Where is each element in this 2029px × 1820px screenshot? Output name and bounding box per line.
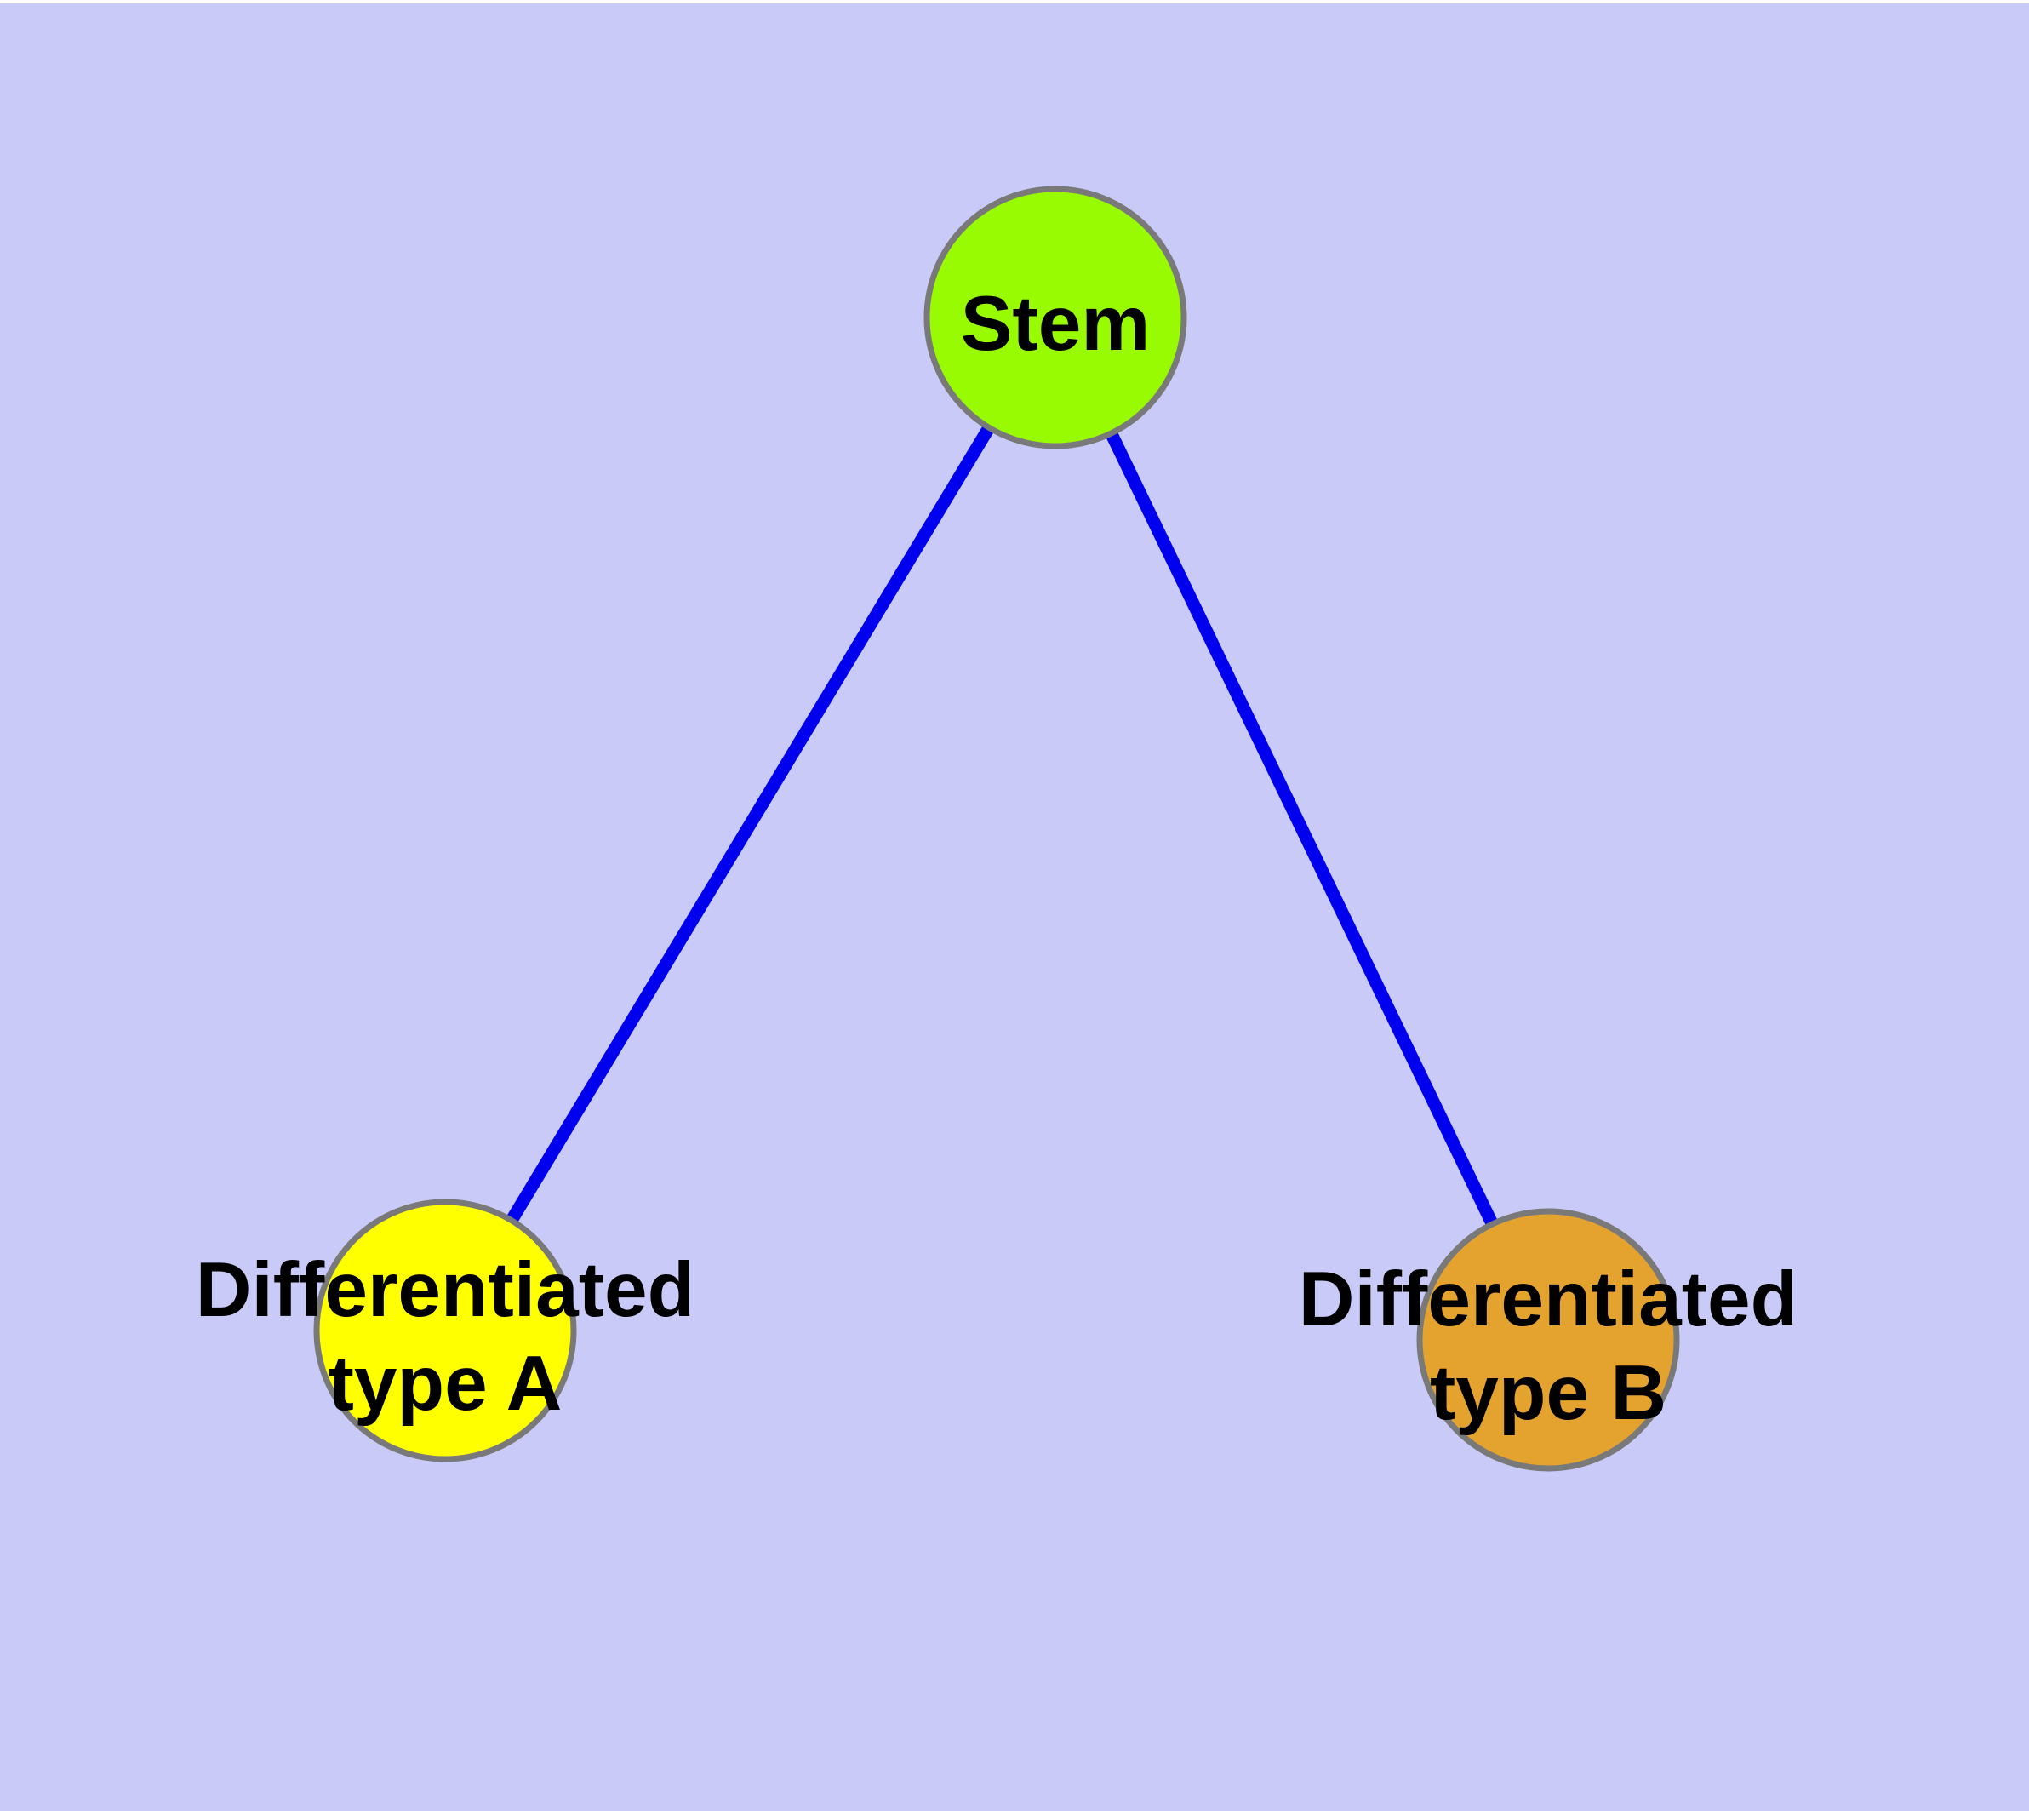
node-type-b-label-line-1: Differentiated — [1299, 1256, 1798, 1342]
node-stem-label-line-1: Stem — [961, 281, 1151, 367]
node-stem-circle — [923, 186, 1187, 449]
node-stem: Stem — [923, 186, 1187, 449]
node-type-b-circle — [1416, 1208, 1680, 1472]
node-type-a-label-line-1: Differentiated — [196, 1247, 695, 1333]
node-type-a-circle — [313, 1199, 577, 1462]
node-type-a-label-line-2: type A — [329, 1341, 563, 1427]
edge-layer — [439, 314, 1554, 1343]
node-type-b-label-line-2: type B — [1430, 1350, 1666, 1436]
edge-stem-to-type-a — [439, 314, 1061, 1334]
edge-stem-to-type-b — [1049, 314, 1554, 1343]
node-stem-label: Stem — [961, 281, 1151, 367]
